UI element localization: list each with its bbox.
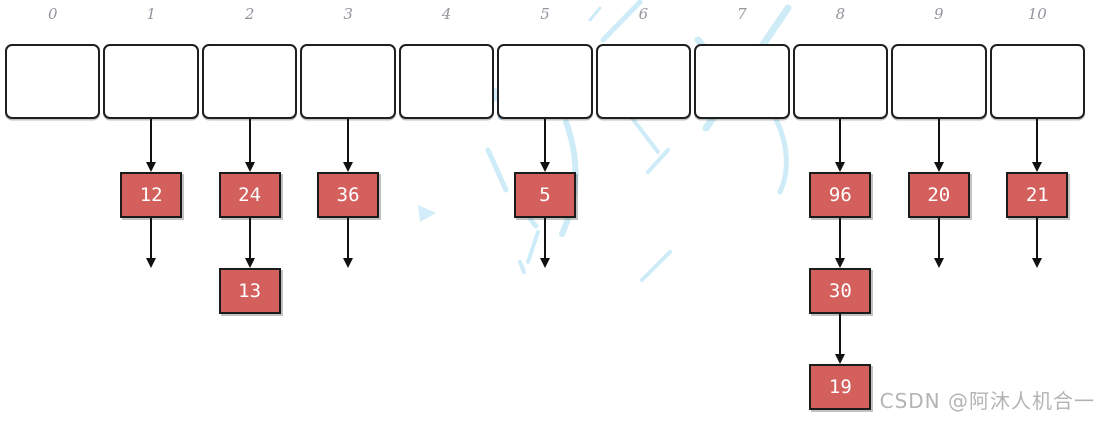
arrow-head	[835, 354, 846, 364]
index-labels-row: 0 1 2 3 4 5 6 7 8 9 10	[5, 5, 1085, 27]
array-row	[5, 44, 1085, 119]
bucket-to-node-arrow	[834, 119, 846, 172]
arrow-shaft	[150, 119, 153, 162]
bucket-to-node-arrow	[933, 119, 945, 172]
bucket-cell-0	[5, 44, 101, 119]
index-label: 1	[146, 5, 156, 23]
index-label: 10	[1027, 5, 1047, 23]
chain-node: 36	[317, 172, 380, 218]
chain-bucket-10: 21	[1005, 119, 1069, 268]
chain-node: 21	[1006, 172, 1069, 218]
arrow-shaft	[839, 119, 842, 162]
chain-bucket-1: 12	[119, 119, 183, 268]
arrow-head	[540, 162, 550, 172]
arrow-head	[540, 258, 550, 268]
chain-node: 5	[514, 172, 576, 218]
bucket-cell-6	[595, 44, 692, 119]
arrow-head	[244, 258, 255, 268]
bucket-cell-10	[989, 44, 1085, 119]
arrow-shaft	[1036, 218, 1039, 258]
arrow-head	[835, 258, 846, 268]
arrow-head	[146, 258, 157, 268]
arrow-head	[1032, 162, 1043, 172]
arrow-shaft	[937, 119, 940, 162]
index-label: 2	[244, 5, 255, 23]
arrow-head	[933, 258, 944, 268]
bucket-cell-9	[891, 44, 987, 119]
arrow-shaft	[839, 314, 842, 354]
chain-node: 12	[120, 172, 183, 218]
arrow-shaft	[544, 218, 546, 258]
index-label: 4	[441, 5, 452, 23]
chain-bucket-5: 5	[513, 119, 577, 268]
arrow-shaft	[347, 119, 350, 162]
arrow-shaft	[347, 218, 350, 258]
bucket-cell-8	[792, 44, 889, 119]
node-to-node-arrow	[834, 314, 846, 364]
bucket-cell-1	[103, 44, 199, 119]
chain-bucket-9: 20	[907, 119, 971, 268]
null-arrow	[145, 218, 157, 268]
bucket-to-node-arrow	[244, 119, 256, 172]
watermark-text: CSDN @阿沐人机合一	[879, 389, 1095, 413]
arrow-head	[244, 162, 255, 172]
index-label: 0	[47, 5, 58, 23]
bucket-cell-4	[398, 44, 495, 119]
arrow-head	[835, 162, 846, 172]
index-label: 7	[737, 5, 747, 23]
arrow-shaft	[937, 218, 940, 258]
bucket-to-node-arrow	[342, 119, 354, 172]
null-arrow	[933, 218, 945, 268]
chain-bucket-2: 24 13	[218, 119, 282, 314]
bucket-cell-5	[497, 44, 593, 119]
arrow-shaft	[1036, 119, 1039, 162]
index-label: 5	[540, 5, 550, 23]
index-label: 9	[934, 5, 944, 23]
arrow-head	[933, 162, 944, 172]
chain-bucket-8: 96 30 19	[808, 119, 872, 410]
arrow-shaft	[839, 218, 842, 258]
bucket-to-node-arrow	[1031, 119, 1043, 172]
chain-bucket-3: 36	[316, 119, 380, 268]
bucket-to-node-arrow	[539, 119, 551, 172]
chain-node: 30	[809, 268, 872, 314]
arrow-shaft	[248, 218, 251, 258]
bucket-cell-2	[201, 44, 298, 119]
index-label: 3	[343, 5, 353, 23]
node-to-node-arrow	[244, 218, 256, 268]
null-arrow	[342, 218, 354, 268]
index-label: 8	[835, 5, 846, 23]
index-label: 6	[638, 5, 649, 23]
chain-node: 96	[809, 172, 872, 218]
chain-node: 20	[907, 172, 970, 218]
arrow-head	[343, 162, 354, 172]
bucket-cell-3	[300, 44, 396, 119]
null-arrow	[539, 218, 551, 268]
node-to-node-arrow	[834, 218, 846, 268]
arrow-head	[343, 258, 354, 268]
arrow-shaft	[544, 119, 546, 162]
chain-node: 19	[809, 364, 872, 410]
bucket-to-node-arrow	[145, 119, 157, 172]
null-arrow	[1031, 218, 1043, 268]
chain-node: 13	[218, 268, 281, 314]
arrow-shaft	[248, 119, 251, 162]
arrow-head	[146, 162, 157, 172]
arrow-shaft	[150, 218, 153, 258]
arrow-head	[1032, 258, 1043, 268]
chain-node: 24	[218, 172, 281, 218]
bucket-cell-7	[694, 44, 790, 119]
